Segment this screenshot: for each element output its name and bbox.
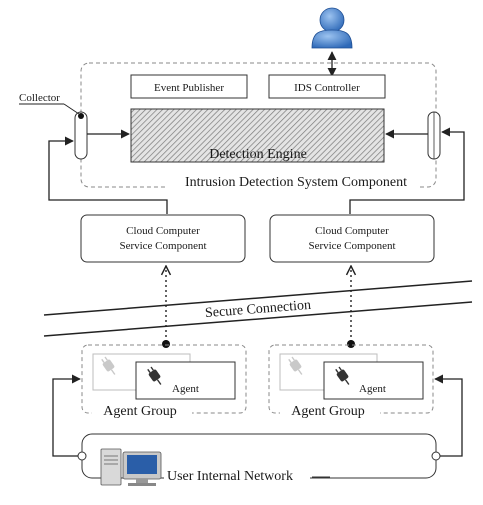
cloud-service-right-line2: Service Component — [308, 240, 395, 252]
collector-left — [74, 111, 88, 160]
ids-label-mask — [165, 175, 420, 189]
cloud-left-to-collector-path — [48, 136, 168, 214]
agent-group-left-label: Agent Group — [103, 404, 177, 419]
plug-icon — [335, 366, 350, 385]
cloud-right-to-collector-path — [349, 127, 465, 214]
cloud-service-right-line1: Cloud Computer — [315, 225, 389, 237]
cloud-service-left-line1: Cloud Computer — [126, 225, 200, 237]
ids-controller-label: IDS Controller — [294, 82, 360, 94]
collector-label: Collector — [19, 92, 60, 104]
detection-engine-label: Detection Engine — [209, 147, 307, 162]
agent-left-connector-dot — [162, 340, 170, 348]
plug-icon — [147, 366, 162, 385]
ids-controller-box — [268, 74, 386, 99]
cloud-service-left-box — [80, 214, 246, 263]
agent-right-connector-dot — [347, 340, 355, 348]
network-left-to-agent-path — [52, 374, 81, 457]
user-icon — [311, 7, 353, 49]
secure-connection-line-bottom — [43, 301, 473, 337]
agent-group-left-mask — [92, 404, 192, 418]
network-right-to-agent-path — [434, 374, 463, 457]
ids-component-label: Intrusion Detection System Component — [185, 175, 407, 190]
plug-icon — [101, 356, 116, 375]
event-publisher-label: Event Publisher — [154, 82, 224, 94]
agent-group-right-mask — [280, 404, 380, 418]
event-publisher-box — [130, 74, 248, 99]
user-internal-network-label: User Internal Network — [167, 469, 293, 484]
agent-left-label: Agent — [172, 383, 199, 395]
detection-engine-box — [130, 108, 385, 163]
cloud-service-left-line2: Service Component — [119, 240, 206, 252]
collector-left-dot — [78, 113, 84, 119]
network-left-node — [77, 451, 87, 461]
network-label-mask — [164, 468, 310, 484]
secure-connection-line-top — [43, 280, 473, 316]
computer-icon — [100, 448, 162, 486]
agent-right-label: Agent — [359, 383, 386, 395]
cloud-service-right-box — [269, 214, 435, 263]
collector-callout-leader — [63, 103, 80, 115]
network-right-node — [431, 451, 441, 461]
agent-group-right-label: Agent Group — [291, 404, 365, 419]
plug-icon — [288, 356, 303, 375]
